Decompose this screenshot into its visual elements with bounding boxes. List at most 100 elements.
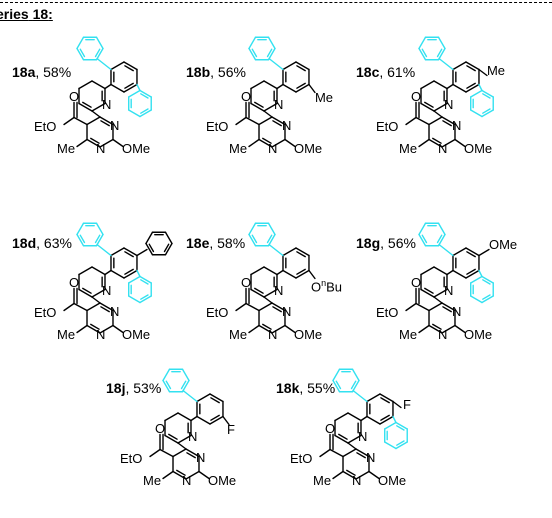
highlight-phenyl-bottom-bond [470,275,483,284]
pyrimidine-bond [355,470,370,480]
central-aryl-double-bond [466,268,476,275]
pyridine-bond [177,434,192,444]
pyrimidine-bond [86,116,101,126]
pyrimidine-bond [258,302,273,312]
methoxy-bond [454,138,466,148]
methoxy-label: OMe [293,326,323,342]
central-aryl-bond [282,269,297,279]
highlight-phenyl-bottom-bond [395,421,408,430]
highlight-phenyl-top-double-bond [421,48,428,58]
ester-o-bond [319,448,331,458]
pyrimidine-bond [428,302,443,312]
pyridine-bond [91,288,106,298]
central-aryl-bond [295,269,310,279]
carbonyl-oxygen: O [411,274,422,290]
pyrimidine-double-bond [346,469,356,476]
pyrimidine-bond [99,324,114,334]
pyridine-bond [263,102,278,112]
central-aryl-bond [452,247,467,257]
ester-label: EtO [34,304,57,320]
highlight-phenyl-top-double-bond [421,234,428,244]
pyridine-double-bond [254,101,264,108]
compound-label-18j: 18j, 53% [106,380,162,396]
pyrimidine-double-bond [90,137,100,144]
carbonyl-oxygen: O [69,88,80,104]
highlight-phenyl-bottom-bond [139,275,152,284]
pyridine-bond [420,80,435,90]
pyrimidine-n3: N [195,449,206,465]
central-aryl-double-bond [466,251,476,258]
highlight-phenyl-top-bond [418,233,427,247]
highlight-phenyl-top-double-bond [79,48,86,58]
central-aryl-double-bond [124,251,134,258]
methoxy-label: OMe [293,140,323,156]
ester-label: EtO [376,304,399,320]
pyridine-bond [78,80,93,90]
pyridine-bond [78,266,93,276]
central-aryl-bond [295,83,310,93]
highlight-phenyl-bottom-bond [481,275,494,284]
highlight-bond [478,269,483,278]
pyrimidine-double-bond [442,306,452,313]
central-aryl-bond [282,83,297,93]
carbonyl-oxygen: O [325,420,336,436]
highlight-phenyl-top-bond [418,36,427,50]
pyrimidine-bond [185,448,200,458]
methoxy-bond [112,138,124,148]
ester-o-bond [405,116,417,126]
methoxy-bond [368,470,380,480]
pyrimidine-n3: N [281,117,292,133]
pyrimidine-double-bond [356,452,366,459]
ester-o-bond [235,116,247,126]
pyrimidine-bond [428,324,443,334]
ester-bond [73,302,88,312]
pyridine-bond [78,102,93,112]
pyridine-n: N [357,428,368,444]
methyl-bond [162,470,174,480]
pyrimidine-double-bond [176,469,186,476]
pyridine-n: N [273,282,284,298]
central-aryl-double-bond [210,397,220,404]
methoxy-label: OMe [207,472,237,488]
central-aryl-double-bond [296,251,306,258]
central-aryl-bond [465,61,480,71]
pyridine-bond [91,266,106,276]
central-aryl-bond [465,83,480,93]
pyridine-bond [420,102,435,112]
biaryl-bond [433,296,443,304]
pyrimidine-double-bond [272,306,282,313]
biaryl-bond [104,269,112,276]
highlight-phenyl-top-bond [248,36,257,50]
carbonyl-oxygen: O [69,274,80,290]
pyrimidine-double-bond [432,137,442,144]
central-aryl-bond [110,269,125,279]
pyridine-bond [250,102,265,112]
ester-bond [415,116,430,126]
pyridine-bond [433,288,448,298]
carbonyl-oxygen: O [241,88,252,104]
central-aryl-double-bond [466,82,476,89]
methoxy-label: OMe [463,326,493,342]
central-aryl-bond [379,393,394,403]
carbonyl-oxygen: O [411,88,422,104]
highlight-phenyl-top-double-bond [251,48,258,58]
pyrimidine-bond [441,138,456,148]
highlight-phenyl-top-double-bond [94,48,101,58]
pyridine-bond [263,266,278,276]
central-aryl-bond [123,269,138,279]
highlight-phenyl-bottom-double-bond [482,279,491,285]
highlight-phenyl-top-bond [437,233,446,247]
substituent-18k: F [402,396,411,412]
methyl-bond [418,138,430,148]
highlight-phenyl-top-bond [332,368,341,382]
highlight-bond [268,243,284,257]
highlight-phenyl-bottom-double-bond [396,425,405,431]
methyl-label: Me [57,140,76,156]
pyrimidine-n1: N [438,327,448,342]
highlight-phenyl-top-bond [248,233,257,247]
methyl-bond [76,324,88,334]
central-aryl-double-bond [124,268,134,275]
highlight-bond [438,243,454,257]
biaryl-bond [276,83,284,90]
central-aryl-bond [452,61,467,71]
